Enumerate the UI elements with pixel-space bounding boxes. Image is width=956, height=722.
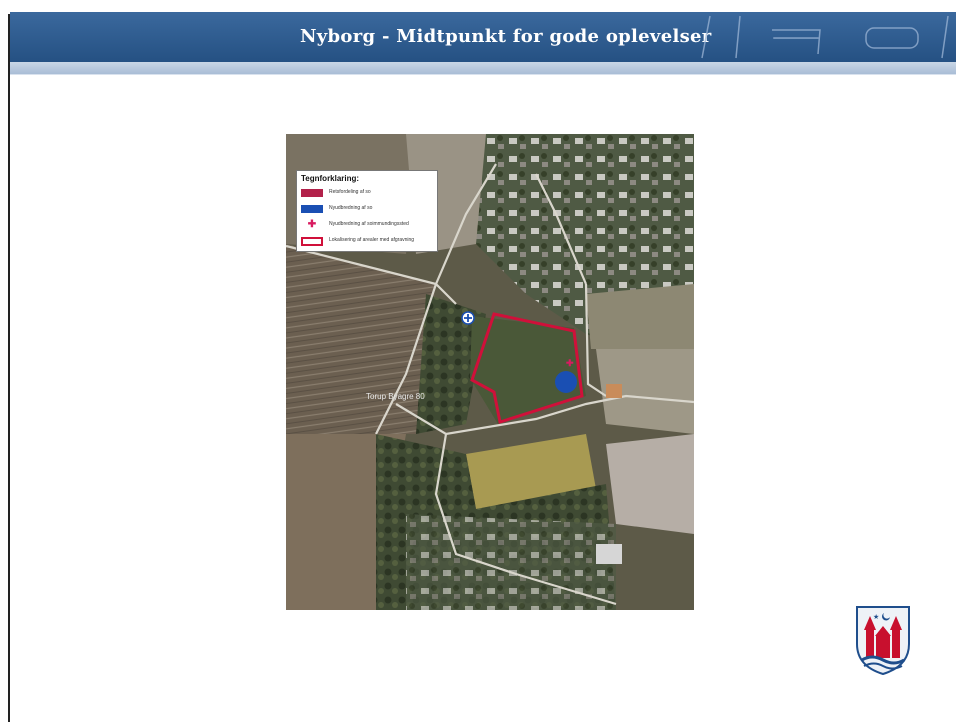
header-band — [10, 62, 956, 74]
central-field — [470, 316, 586, 424]
legend-title: Tegnforklaring: — [301, 174, 360, 183]
place-label: Torup Byagre 80 — [366, 392, 425, 401]
yellow-field — [466, 434, 596, 509]
legend-row: ✚ Nyudbredning af soimmundingssted — [301, 220, 433, 230]
legend-swatch-red — [301, 189, 323, 197]
plowed-field-left — [286, 244, 436, 434]
page-title: Nyborg - Midtpunkt for gode oplevelser — [300, 26, 712, 47]
header-band-line — [10, 74, 956, 75]
pond-marker — [555, 371, 577, 393]
field-right-upper — [586, 284, 694, 349]
legend-row: Nyudbredning af so — [301, 204, 433, 214]
legend-row: Lokalisering af arealer med afgravning — [301, 236, 433, 246]
header-decoration-icon — [701, 15, 949, 59]
village-bottom — [406, 514, 616, 610]
plus-marker-icon — [461, 311, 475, 325]
aerial-photo: ✚ — [286, 134, 694, 610]
map-legend: Tegnforklaring: Retsfordeling af so Nyud… — [296, 170, 438, 252]
building-white — [596, 544, 622, 564]
site-boundary — [470, 312, 584, 424]
field-right-pink — [606, 434, 694, 534]
legend-text: Nyudbredning af soimmundingssted — [329, 221, 409, 227]
tree-strip — [416, 294, 486, 434]
legend-text: Retsfordeling af so — [329, 189, 371, 195]
header-banner: Nyborg - Midtpunkt for gode oplevelser — [10, 12, 956, 62]
aerial-map: ✚ Torup Byagre 80 Tegnforklaring: Retsfo… — [286, 134, 694, 610]
legend-swatch-blue — [301, 205, 323, 213]
legend-text: Nyudbredning af so — [329, 205, 373, 211]
roads — [286, 163, 694, 606]
farm-roof — [606, 384, 622, 398]
left-border — [8, 14, 10, 722]
inlet-cross-icon: ✚ — [566, 358, 574, 368]
legend-cross-icon: ✚ — [307, 219, 317, 230]
legend-swatch-outline — [301, 237, 323, 246]
legend-text: Lokalisering af arealer med afgravning — [329, 237, 415, 243]
legend-row: Retsfordeling af so — [301, 188, 433, 198]
svg-text:★: ★ — [873, 613, 879, 621]
field-right-mid — [596, 349, 694, 434]
nyborg-crest-icon: ★ — [856, 606, 910, 676]
header-shade — [10, 12, 956, 62]
